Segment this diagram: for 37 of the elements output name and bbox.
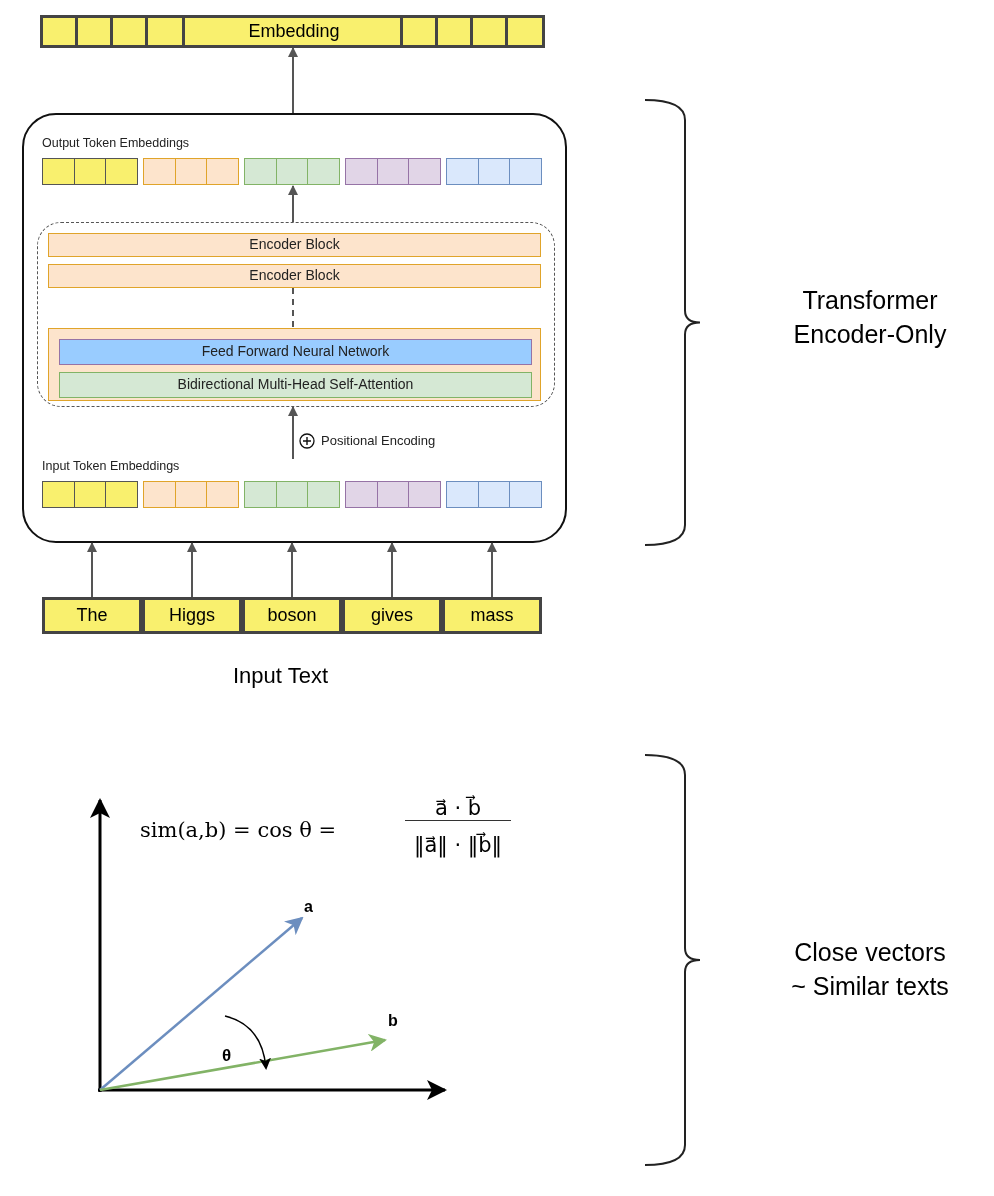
encoder-container: [22, 113, 567, 543]
token-embedding-row: [42, 136, 544, 186]
arrow: [288, 406, 298, 460]
row-heading: Input Token Embeddings: [42, 459, 180, 473]
arrow: [87, 542, 97, 598]
feed-forward-box: Feed Forward Neural Network: [59, 339, 532, 365]
token-box: gives: [342, 597, 442, 634]
embedding-bar: [40, 15, 545, 48]
connector-line: [292, 287, 294, 329]
token-box: The: [42, 597, 142, 634]
formula-denominator: ‖a⃗‖ · ‖b⃗‖: [412, 833, 504, 857]
token-box: Higgs: [142, 597, 242, 634]
encoder-layer-box: [48, 328, 541, 401]
encoder-block: Encoder Block: [48, 233, 541, 257]
row-heading: Output Token Embeddings: [42, 136, 190, 150]
section-caption: Close vectors ~ Similar texts: [790, 937, 950, 1002]
vector-label: b: [388, 1012, 398, 1030]
token-embedding-row: [42, 459, 544, 509]
arrow: [288, 47, 298, 114]
token-box: mass: [442, 597, 542, 634]
arrow: [387, 542, 397, 598]
attention-box: Bidirectional Multi-Head Self-Attention: [59, 372, 532, 398]
arrow: [287, 542, 297, 598]
formula-numerator: a⃗ · b⃗: [405, 796, 511, 821]
arrow: [288, 185, 298, 223]
arrow: [187, 542, 197, 598]
angle-label: θ: [222, 1046, 232, 1066]
encoder-stack-box: [37, 222, 555, 407]
formula-text: sim(a,b) = cos θ =: [140, 818, 337, 842]
vector-label: a: [304, 898, 313, 916]
bar-label: Embedding: [247, 21, 341, 42]
token-box: boson: [242, 597, 342, 634]
input-caption: Input Text: [233, 663, 328, 689]
arrow: [487, 542, 497, 598]
encoder-block: Encoder Block: [48, 264, 541, 288]
edge-label: Positional Encoding: [319, 433, 438, 448]
section-caption: Transformer Encoder-Only: [792, 285, 948, 350]
